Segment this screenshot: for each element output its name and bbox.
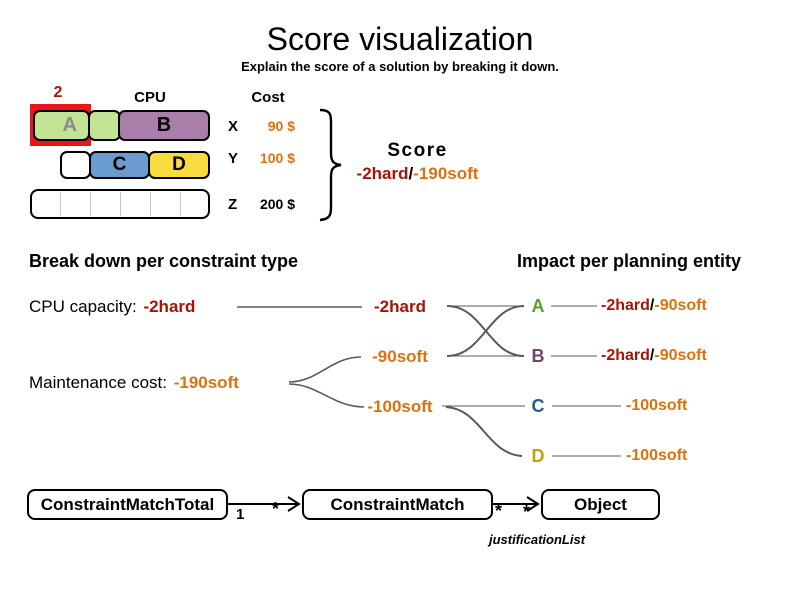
uml-class-constraintmatch: ConstraintMatch bbox=[302, 489, 493, 520]
page-subtitle: Explain the score of a solution by break… bbox=[241, 59, 559, 74]
multiplicity-many-2: * bbox=[495, 501, 503, 521]
entity-b-separator: / bbox=[649, 347, 655, 364]
process-block-c: C bbox=[89, 151, 150, 179]
process-block-d: D bbox=[148, 151, 210, 179]
entity-a-label: A bbox=[531, 296, 545, 316]
entity-b-soft: -90soft bbox=[654, 347, 707, 364]
process-d-label: D bbox=[172, 154, 186, 175]
entity-b-hard: -2hard bbox=[601, 347, 650, 364]
entity-c-score: -100soft bbox=[626, 397, 688, 414]
uml-arrowhead-1 bbox=[287, 496, 301, 512]
entity-a-separator: / bbox=[649, 297, 655, 314]
cost-column-label: Cost bbox=[251, 89, 285, 106]
constraint-maintenance-cost: Maintenance cost: -190soft bbox=[29, 372, 239, 393]
process-block-b: B bbox=[118, 110, 210, 141]
computer-z-cost: 200 $ bbox=[259, 196, 295, 212]
process-block-a-extra bbox=[88, 110, 121, 141]
process-a-label: A bbox=[62, 114, 77, 136]
entity-b-label: B bbox=[531, 346, 545, 366]
uml-class-constraintmatchtotal: ConstraintMatchTotal bbox=[27, 489, 228, 520]
entity-a-hard: -2hard bbox=[601, 297, 650, 314]
free-capacity-block bbox=[60, 151, 91, 179]
multiplicity-many-3: * bbox=[523, 502, 531, 522]
empty-machine-track bbox=[30, 189, 210, 219]
highlight-count-label: 2 bbox=[53, 84, 63, 101]
computer-z-label: Z bbox=[228, 196, 238, 213]
uml-class-constraintmatch-label: ConstraintMatch bbox=[330, 494, 465, 514]
computer-y-label: Y bbox=[228, 150, 239, 167]
entity-d-label: D bbox=[531, 446, 545, 466]
uml-class-object-label: Object bbox=[574, 494, 627, 514]
computer-x-label: X bbox=[228, 118, 239, 135]
uml-class-constraintmatchtotal-label: ConstraintMatchTotal bbox=[40, 494, 215, 514]
constraint-cpu-capacity: CPU capacity: -2hard bbox=[29, 296, 195, 317]
entity-b-score: -2hard/-90soft bbox=[601, 346, 707, 366]
page-title: Score visualization bbox=[266, 21, 534, 57]
entity-c-label: C bbox=[531, 396, 545, 416]
process-c-label: C bbox=[112, 154, 127, 175]
score-value: -2hard/-190soft bbox=[330, 164, 505, 184]
computer-x-cost: 90 $ bbox=[267, 118, 295, 134]
multiplicity-one: 1 bbox=[236, 506, 245, 523]
multiplicity-many-1: * bbox=[272, 499, 280, 519]
process-b-label: B bbox=[156, 114, 172, 136]
grid-divider bbox=[90, 192, 91, 216]
grid-divider bbox=[150, 192, 151, 216]
impact-heading: Impact per planning entity bbox=[517, 251, 742, 271]
entity-a-soft: -90soft bbox=[654, 297, 707, 314]
score-hard-part: -2hard bbox=[356, 164, 409, 183]
association-label-justificationlist: justificationList bbox=[488, 532, 586, 547]
entity-d-score: -100soft bbox=[626, 447, 688, 464]
constraint-cpu-score: -2hard bbox=[143, 297, 196, 316]
grid-divider bbox=[180, 192, 181, 216]
grid-divider bbox=[120, 192, 121, 216]
match-value-2hard: -2hard bbox=[374, 297, 426, 316]
constraint-maintenance-label: Maintenance cost: bbox=[29, 373, 167, 392]
score-soft-part: -190soft bbox=[413, 164, 479, 183]
computer-y-cost: 100 $ bbox=[259, 150, 295, 166]
uml-class-object: Object bbox=[541, 489, 660, 520]
entity-a-score: -2hard/-90soft bbox=[601, 296, 707, 316]
grid-divider bbox=[60, 192, 61, 216]
match-value-100soft: -100soft bbox=[367, 397, 433, 416]
score-separator: / bbox=[408, 164, 414, 183]
cpu-column-label: CPU bbox=[134, 89, 166, 106]
score-heading: Score bbox=[387, 140, 448, 161]
process-block-a: A bbox=[33, 110, 90, 141]
match-value-90soft: -90soft bbox=[372, 347, 428, 366]
constraint-maintenance-score: -190soft bbox=[173, 373, 239, 392]
constraint-cpu-label: CPU capacity: bbox=[29, 297, 137, 316]
constraint-connectors bbox=[237, 305, 621, 457]
breakdown-heading: Break down per constraint type bbox=[29, 251, 299, 271]
